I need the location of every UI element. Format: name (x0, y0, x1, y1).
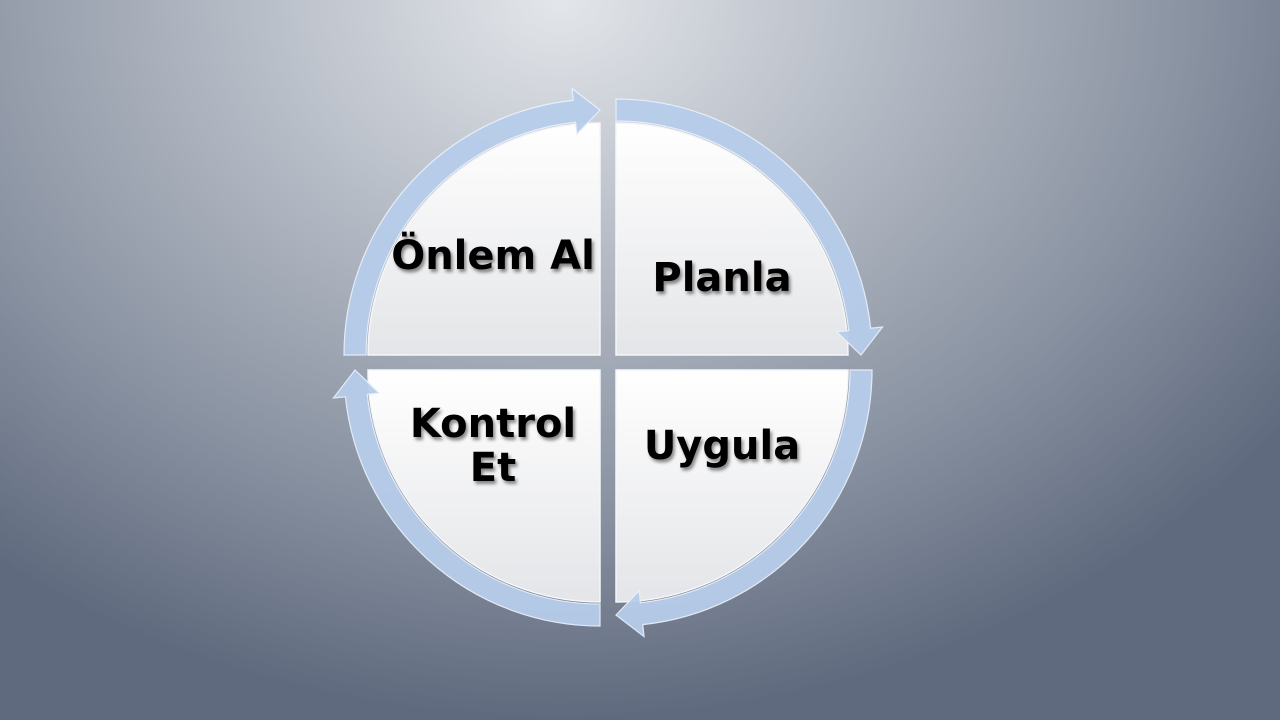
quadrant-kontrol (367, 369, 601, 603)
step-onlem-al: Önlem Al (391, 233, 595, 279)
quadrant-uygula (615, 369, 849, 603)
arrow-uygula-to-kontrol (615, 369, 873, 638)
step-kontrol-et: Kontrol Et (409, 401, 577, 491)
step-planla: Planla (652, 255, 792, 301)
step-uygula: Uygula (643, 423, 801, 469)
quadrant-onlem (367, 122, 601, 356)
arrow-onlem-to-planla (343, 87, 601, 356)
arrow-kontrol-to-onlem (332, 369, 601, 627)
quadrant-planla (615, 122, 849, 356)
arrow-planla-to-uygula (615, 98, 884, 356)
